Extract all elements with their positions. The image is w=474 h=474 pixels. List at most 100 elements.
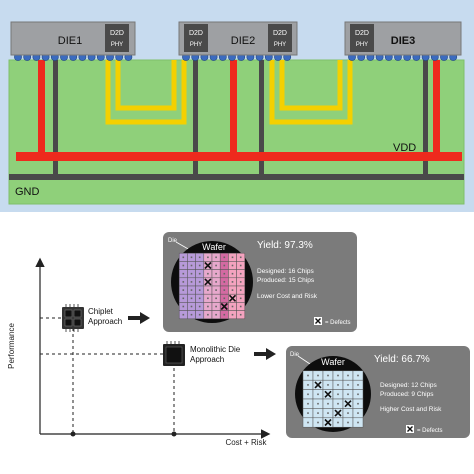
y-axis-label: Performance (7, 323, 16, 369)
die-mark (190, 281, 193, 283)
defect-icon (334, 409, 342, 417)
die-mark (317, 393, 319, 396)
chiplet-vs-monolithic-diagram: Performance Cost + Risk Chiplet Approach… (7, 232, 470, 447)
die-mark (231, 281, 234, 283)
die-mark (231, 313, 234, 316)
die-mark (307, 384, 309, 386)
die-mark (239, 313, 242, 316)
defect-icon (220, 302, 228, 311)
defect-icon (204, 278, 212, 286)
defect-icon (315, 318, 321, 324)
wafer-2-yield: Yield: 66.7% (374, 354, 430, 365)
die-mark (317, 374, 319, 377)
die-mark (215, 272, 217, 275)
defect-icon (407, 426, 413, 432)
die-mark (337, 421, 339, 424)
wafer-2-produced: Produced: 9 Chips (380, 391, 434, 398)
die-mark (182, 281, 185, 283)
die-2-phy-right (268, 24, 292, 52)
die-mark (198, 305, 201, 308)
die-2-label: DIE2 (231, 35, 255, 47)
guide-lines (40, 317, 175, 434)
gnd-rail (9, 174, 464, 180)
die-mark (215, 313, 217, 316)
die-mark (223, 256, 226, 259)
die-mark (239, 256, 242, 259)
die-2-phy-right-phy: PHY (274, 42, 286, 48)
die-mark (231, 256, 234, 259)
die-mark (223, 281, 226, 283)
interposer-cross-section: VDD GND DIE1 D2D PHY D2D PHY DIE2 D2D PH… (0, 0, 474, 212)
die-mark (207, 256, 209, 259)
wafer-1-designed: Designed: 16 Chips (257, 268, 314, 275)
die-mark (182, 305, 185, 308)
die-mark (347, 384, 349, 386)
die-mark (357, 402, 359, 405)
die-1-phy (105, 24, 129, 52)
die-mark (190, 256, 193, 259)
signal-routes (105, 60, 353, 125)
die-mark (231, 305, 234, 308)
wafer-2-designed: Designed: 12 Chips (380, 382, 437, 389)
die-1: DIE1 D2D PHY (10, 21, 136, 56)
vdd-label: VDD (393, 142, 416, 154)
die-mark (198, 281, 201, 283)
die-mark (239, 272, 242, 275)
chiplet-label-line1: Chiplet (88, 307, 114, 316)
defect-icon (324, 390, 332, 398)
die-mark (239, 305, 242, 308)
vdd-rail (16, 152, 462, 161)
die-mark (198, 272, 201, 275)
die-2: D2D PHY DIE2 D2D PHY (178, 21, 298, 56)
die-mark (231, 264, 234, 267)
x-axis-label: Cost + Risk (225, 438, 267, 447)
die-mark (215, 264, 217, 267)
die-mark (223, 297, 226, 300)
defect-icon (344, 400, 352, 408)
die-mark (223, 289, 226, 291)
defect-icon (204, 261, 212, 270)
wafer-2-legend: = Defects (417, 428, 443, 434)
die-mark (239, 264, 242, 267)
die-mark (207, 297, 209, 300)
die-mark (337, 374, 339, 377)
die-mark (198, 313, 201, 316)
wafer-1-note: Lower Cost and Risk (257, 293, 318, 300)
monolithic-label-line1: Monolithic Die (190, 345, 241, 354)
wafer-2-die-callout: Die (290, 352, 300, 358)
die-mark (198, 256, 201, 259)
die-mark (231, 289, 234, 291)
die-mark (231, 272, 234, 275)
monolithic-axis-marker (171, 431, 177, 437)
die-mark (182, 289, 185, 291)
die-mark (337, 393, 339, 396)
die-mark (190, 313, 193, 316)
wafer-2-note: Higher Cost and Risk (380, 406, 442, 413)
die-mark (357, 412, 359, 414)
die-mark (190, 297, 193, 300)
die-mark (190, 305, 193, 308)
defect-icon (314, 381, 322, 389)
die-mark (215, 305, 217, 308)
die-3-phy-d2d: D2D (355, 30, 369, 37)
die-mark (223, 313, 226, 316)
die-mark (239, 281, 242, 283)
die-mark (190, 264, 193, 267)
die-mark (198, 297, 201, 300)
wafer-1-die-grid (178, 252, 246, 320)
die-mark (357, 421, 359, 424)
die-mark (307, 393, 309, 396)
die-3-label: DIE3 (391, 35, 415, 47)
die-mark (307, 402, 309, 405)
die-mark (182, 313, 185, 316)
die-mark (182, 256, 185, 259)
die-1-phy-phy: PHY (111, 42, 123, 48)
die-2-phy-left (184, 24, 208, 52)
die-mark (239, 289, 242, 291)
die-mark (215, 297, 217, 300)
die-mark (215, 256, 217, 259)
chiplet-axis-marker (70, 431, 76, 437)
die-mark (347, 393, 349, 396)
die-mark (327, 412, 329, 414)
die-mark (198, 289, 201, 291)
